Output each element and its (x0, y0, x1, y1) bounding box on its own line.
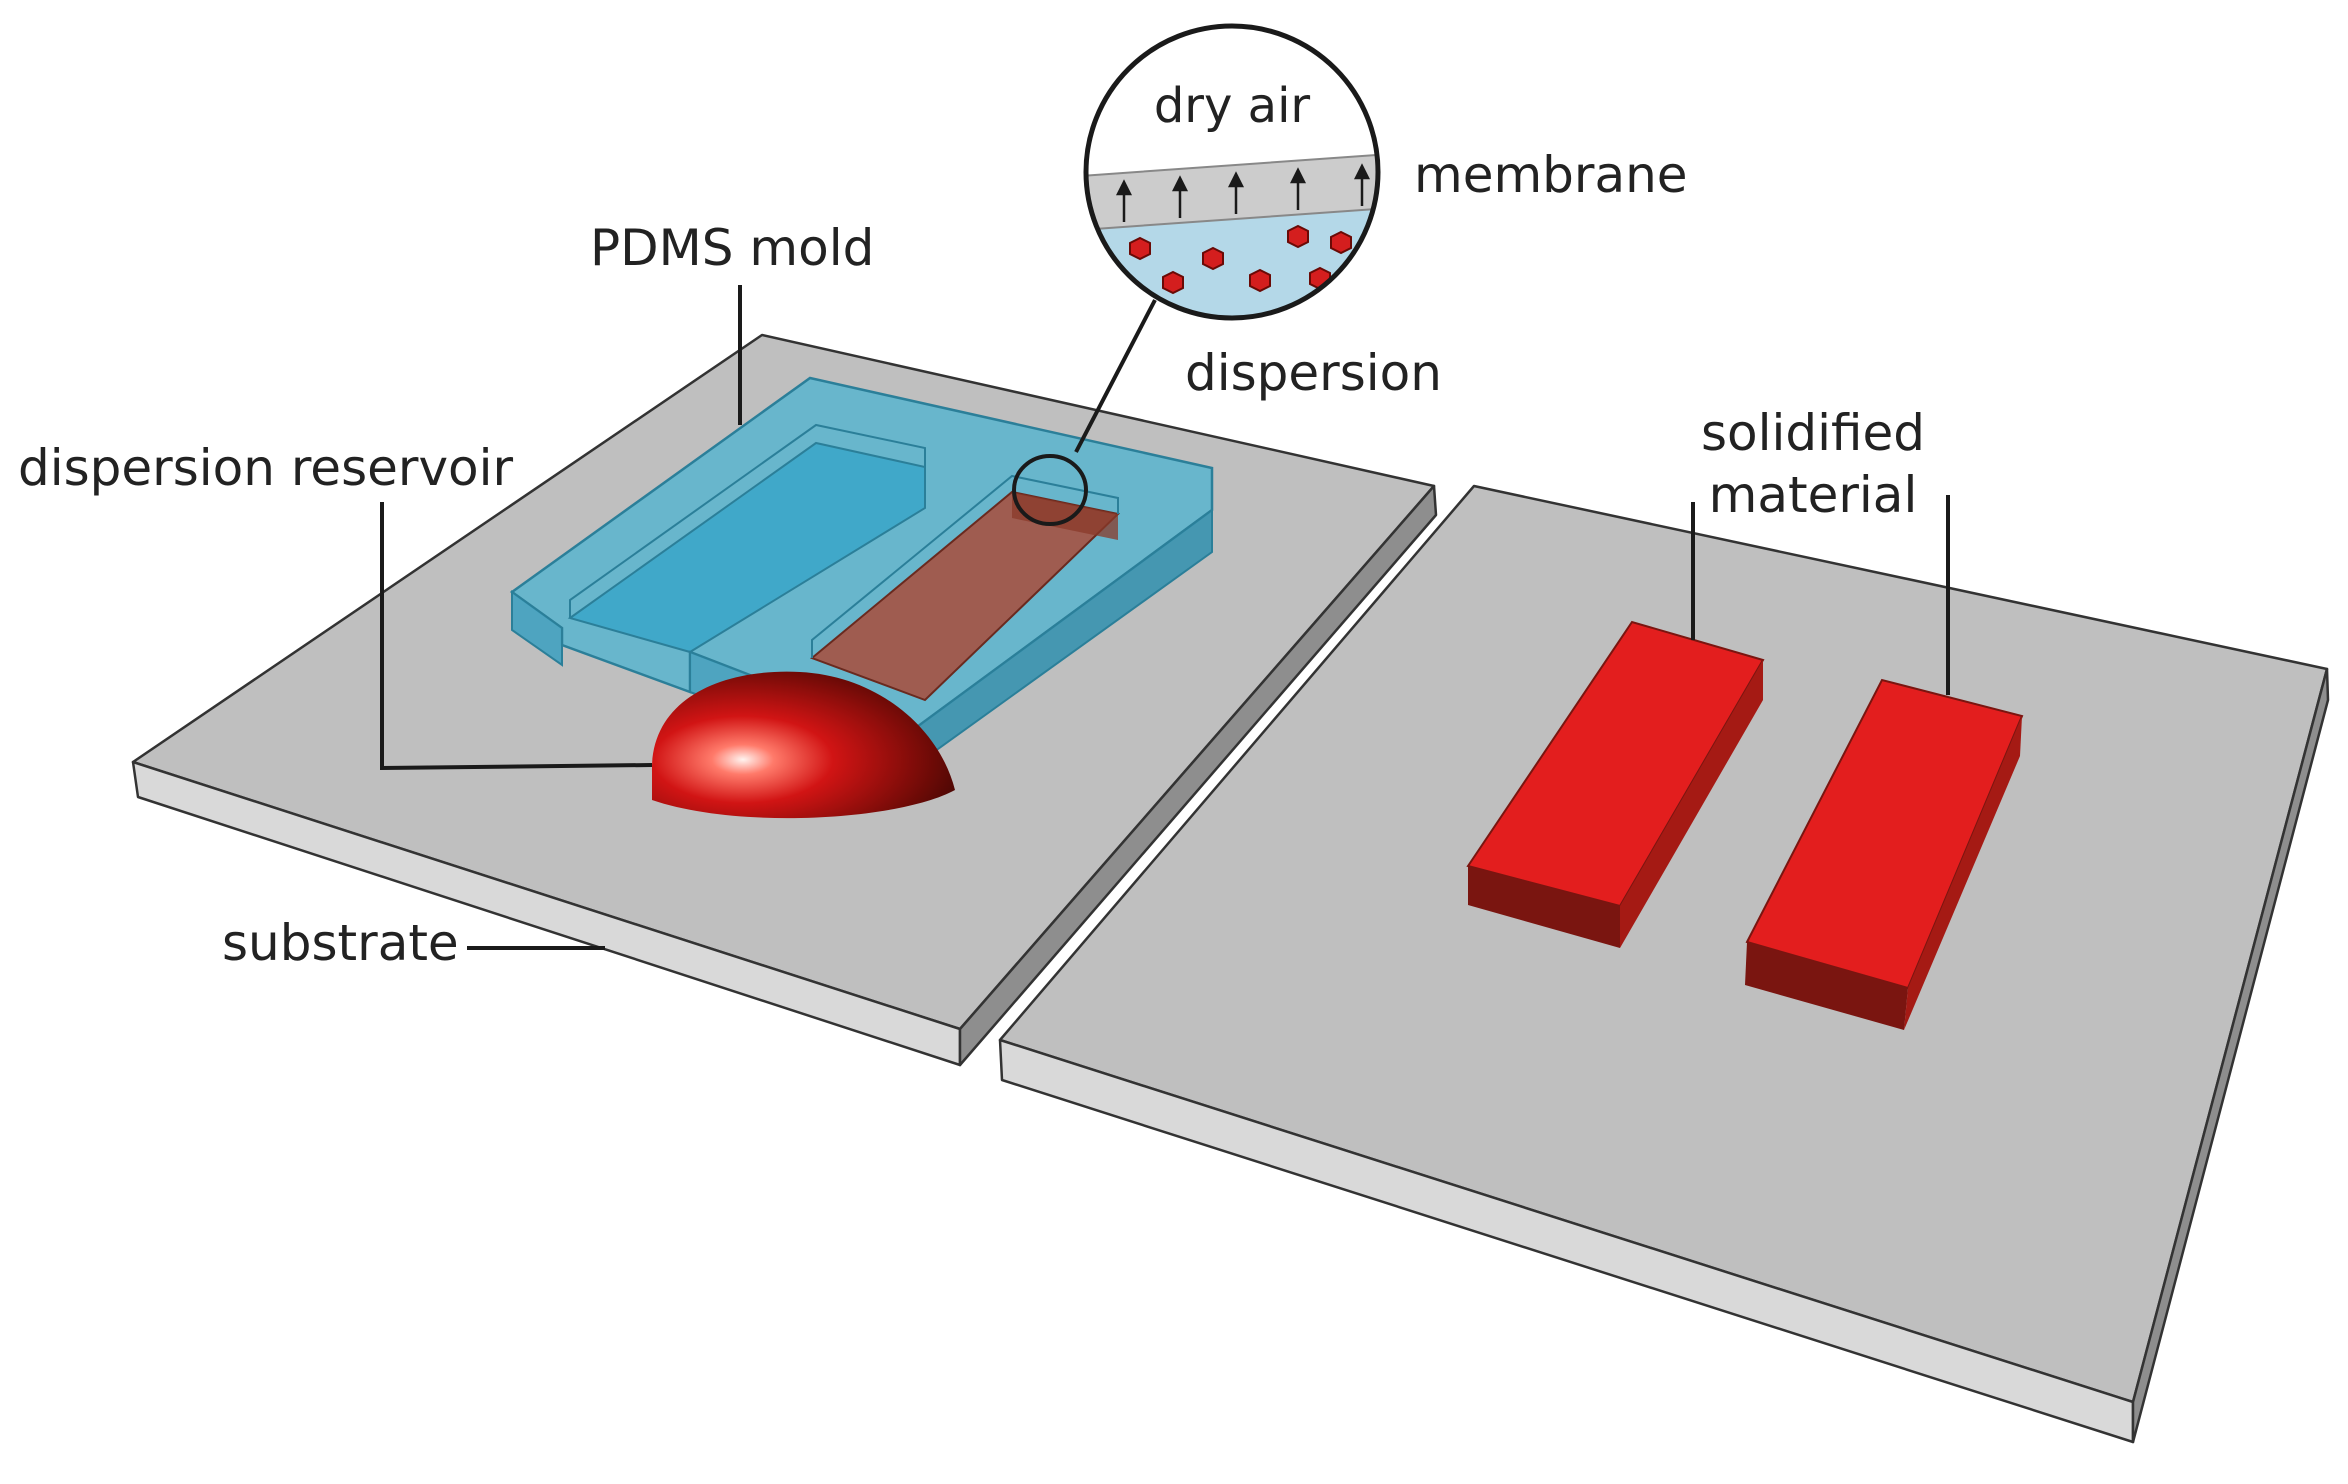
leader-dispersion-reservoir (380, 502, 653, 771)
mold-inner-edge-2 (811, 474, 1119, 658)
left-substrate-side (958, 484, 1438, 1067)
block2-side (1904, 716, 2022, 1030)
dispersion-reservoir-drop (651, 671, 955, 819)
label-solidified-line2: material (1709, 466, 1918, 524)
label-dispersion: dispersion (1185, 344, 1442, 402)
mold-channel-right-wall (1012, 492, 1118, 540)
solidified-block-1 (1466, 620, 1765, 948)
mold-inner-edge (569, 423, 926, 618)
block2-front (1745, 942, 1908, 1030)
right-substrate-side (2131, 667, 2330, 1444)
leader-inset (1074, 299, 1157, 453)
block1-side (1620, 660, 1763, 948)
inset-label-dry-air: dry air (1154, 78, 1311, 134)
inset-border (1083, 23, 1381, 321)
block1-front (1468, 866, 1620, 948)
mold-front-face (511, 590, 563, 667)
label-substrate: substrate (222, 914, 459, 972)
inset-arrows (1115, 163, 1371, 222)
label-dispersion-reservoir: dispersion reservoir (18, 439, 514, 497)
magnifier-ring (1012, 454, 1088, 526)
label-membrane: membrane (1414, 146, 1688, 204)
inset-zoom: dry air (1083, 23, 1381, 321)
label-solidified-line1: solidified (1701, 404, 1925, 462)
mold-channel-left (567, 441, 926, 654)
solidified-block-2 (1745, 678, 2024, 1030)
label-pdms-mold: PDMS mold (590, 219, 874, 277)
